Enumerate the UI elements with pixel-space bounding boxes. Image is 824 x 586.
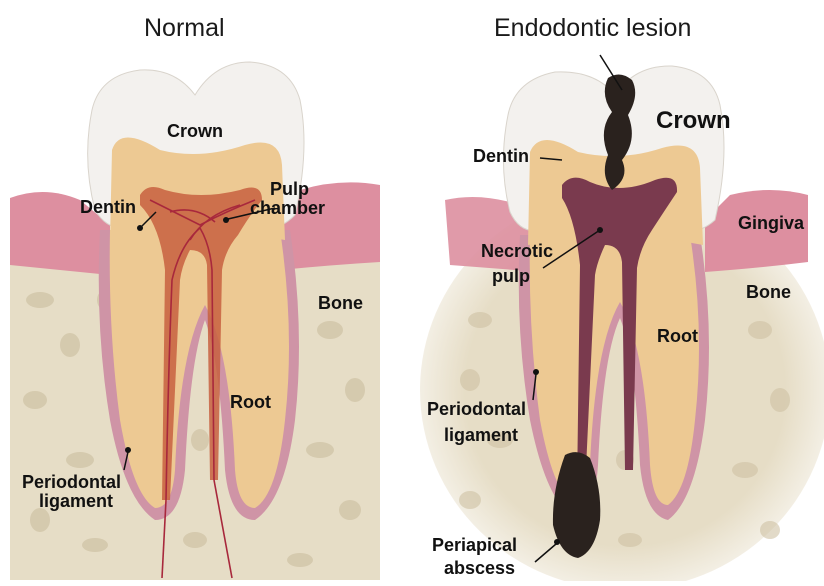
label-pdl-lesion-1: Periodontal [427,399,526,419]
label-crown-normal: Crown [167,121,223,141]
normal-title: Normal [144,14,225,43]
label-abscess-lesion-2: abscess [444,558,515,578]
label-pulp-normal-1: Pulp [270,179,309,199]
label-pdl-normal-1: Periodontal [22,472,121,492]
label-root-lesion: Root [657,326,698,346]
label-bone-normal: Bone [318,293,363,313]
label-bone-lesion: Bone [746,282,791,302]
label-dentin-normal: Dentin [80,197,136,217]
label-pdl-lesion-2: ligament [444,425,518,445]
lesion-panel [420,66,824,581]
label-abscess-lesion-1: Periapical [432,535,517,555]
label-crown-lesion: Crown [656,108,731,134]
label-necrotic-lesion-1: Necrotic [481,241,553,261]
lesion-title: Endodontic lesion [494,14,691,43]
label-pulp-normal-2: chamber [250,198,325,218]
label-root-normal: Root [230,392,271,412]
label-pdl-normal-2: ligament [39,491,113,511]
label-dentin-lesion: Dentin [473,146,529,166]
label-gingiva-lesion: Gingiva [738,213,804,233]
label-necrotic-lesion-2: pulp [492,266,530,286]
